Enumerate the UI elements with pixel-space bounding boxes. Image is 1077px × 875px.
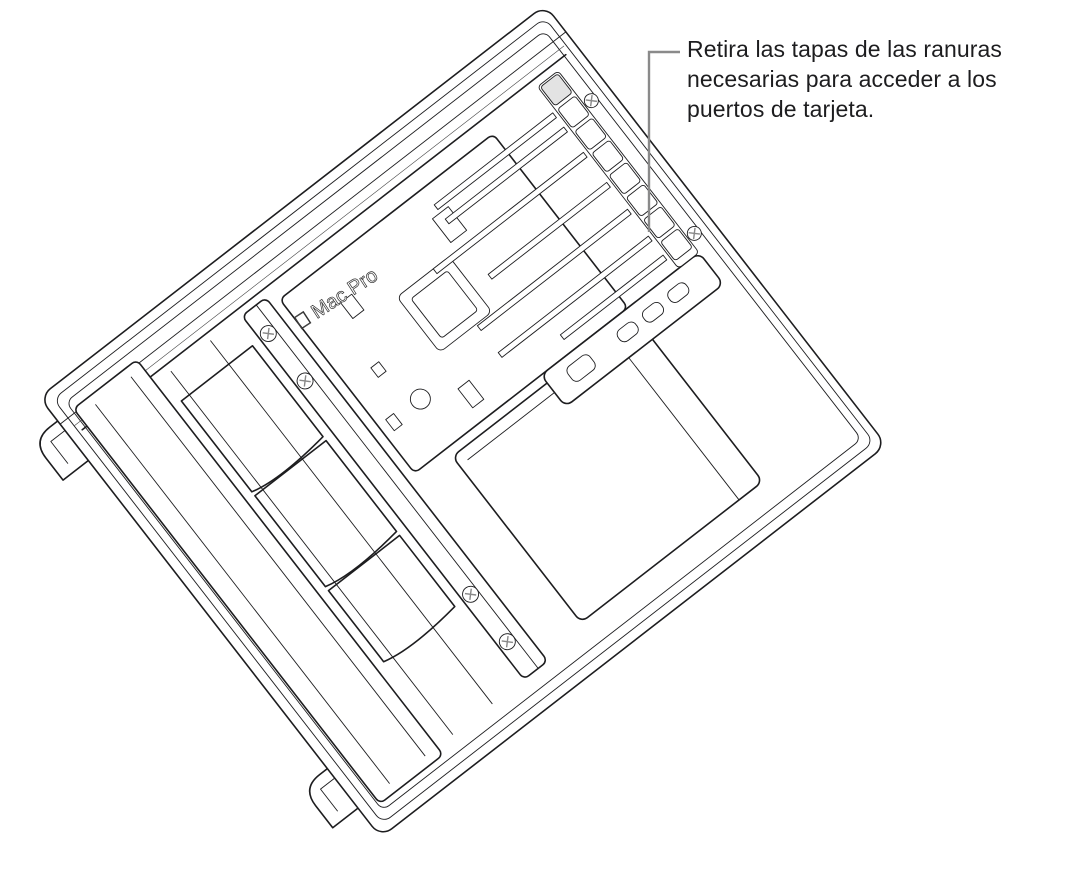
screw-icon [583,93,599,109]
slot-cover-8 [661,229,692,261]
screw-icon [462,585,480,603]
slot-cover-3 [575,118,606,150]
pcie-slots [432,112,668,358]
screw-icon [296,372,314,390]
cpu-socket [398,258,491,351]
slot-cover-5 [609,162,641,194]
slot-cover-7 [644,207,675,239]
callout-line-2: necesarias para acceder a los [687,66,997,92]
fan-modules [170,340,493,735]
usb-c-port-icon [616,321,639,343]
chassis [39,9,882,833]
usb-c-port-icon [667,282,690,303]
screw-icon [686,225,702,241]
usb-c-port-icon [641,301,665,323]
fan-divider-rail [243,299,547,678]
logic-board [281,135,627,472]
screw-icon [498,633,516,651]
callout-text: Retira las tapas de las ranuras necesari… [687,34,1077,124]
slot-cover-2 [558,96,589,128]
slot-cover-4 [592,140,624,172]
bottom-plate [75,361,442,803]
usb-a-port-icon [566,354,596,382]
screw-icon [259,325,277,342]
callout-line-1: Retira las tapas de las ranuras [687,36,1003,62]
io-bracket [543,254,722,405]
callout-leader-line [647,50,680,232]
slot-cover-1 [541,74,572,106]
callout-line-3: puertos de tarjeta. [687,96,875,122]
slot-covers [538,71,702,268]
